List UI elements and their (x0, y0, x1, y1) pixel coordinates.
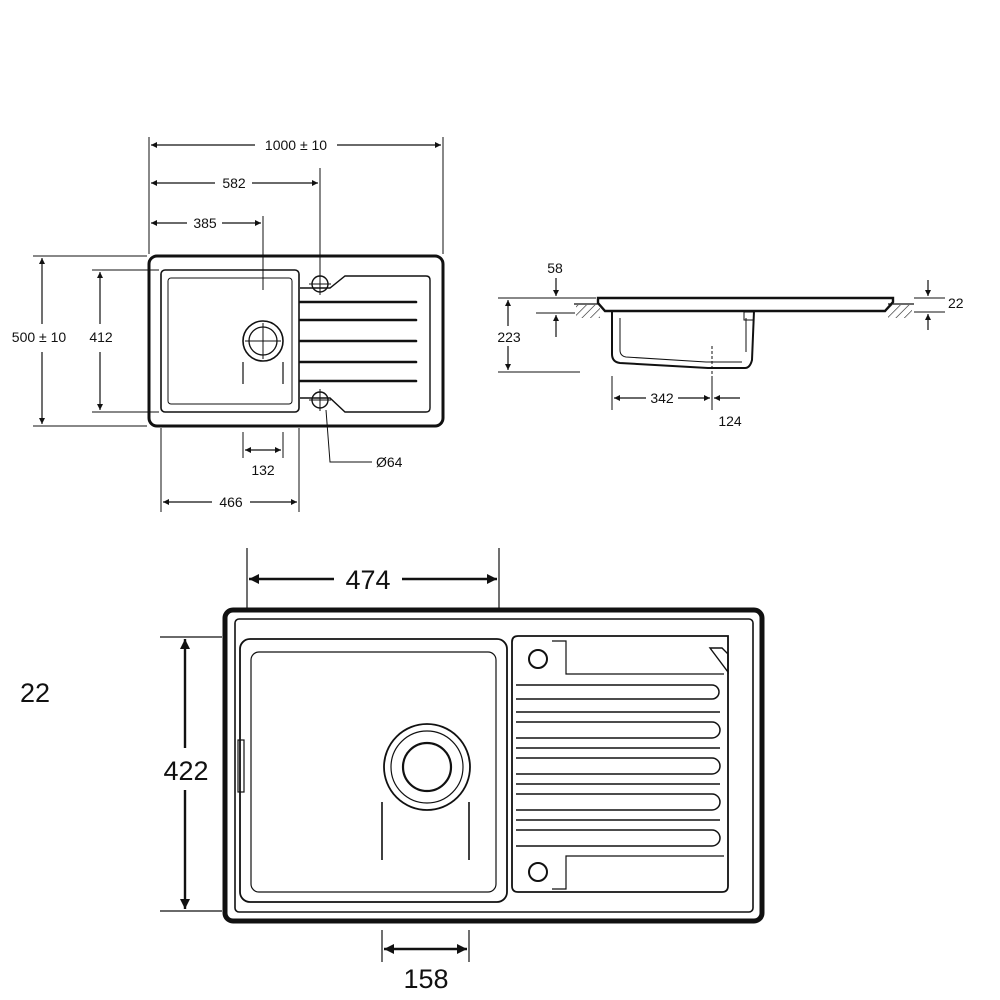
dim-height-overall-label: 500 ± 10 (12, 329, 67, 345)
top-drainer-grooves (298, 300, 418, 383)
side-rim-outline (596, 296, 895, 313)
bottom-drainer-grooves (516, 684, 721, 847)
dim-bottom-waste-width-label: 158 (403, 964, 448, 994)
top-drainer-outline (300, 275, 431, 413)
dim-waste-width-label: 132 (251, 462, 275, 478)
bottom-drainer-outline (511, 635, 729, 893)
dim-height-bowl-label: 412 (89, 329, 113, 345)
cropped-dimension-label: 22 (20, 678, 50, 708)
bottom-tap-hole-icon (528, 862, 548, 882)
dim-bowl-width-label: 466 (219, 494, 243, 510)
dim-rim-thickness-label: 22 (948, 295, 964, 311)
dim-width-overall-label: 1000 ± 10 (265, 137, 327, 153)
bottom-sink-outline (222, 607, 765, 924)
dim-bowl-to-center-label: 342 (650, 390, 674, 406)
top-tap-hole-icon (309, 273, 331, 295)
dim-hole-diameter-label: Ø64 (376, 454, 403, 470)
top-tap-hole-icon (309, 389, 331, 411)
dim-bottom-bowl-width-label: 474 (345, 565, 390, 595)
bottom-tap-hole-icon (528, 649, 548, 669)
bottom-plan-view: 474 422 158 22 (20, 548, 765, 994)
dim-bottom-bowl-height-label: 422 (163, 756, 208, 786)
side-section-view: 58 223 22 342 124 (497, 260, 963, 429)
top-sink-outline (147, 254, 445, 428)
dim-center-offset-label: 124 (718, 413, 742, 429)
dim-rim-to-bowl-label: 58 (547, 260, 563, 276)
bottom-bowl-outline (239, 638, 508, 903)
dim-depth-label: 223 (497, 329, 521, 345)
dim-width-to-waste-label: 385 (193, 215, 217, 231)
side-bowl-outline (611, 310, 755, 369)
top-plan-view: 1000 ± 10 582 385 500 ± 10 412 132 466 Ø… (12, 137, 445, 512)
bottom-waste-icon (381, 723, 471, 860)
dim-width-to-tap-label: 582 (222, 175, 246, 191)
top-waste-icon (242, 320, 284, 384)
